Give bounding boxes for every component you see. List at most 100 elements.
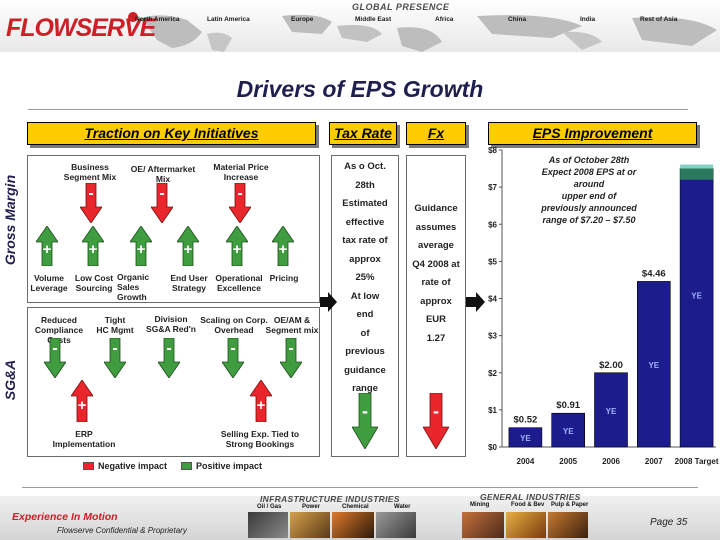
region-africa: Africa xyxy=(435,16,454,23)
industry-oil-gas: Oil / Gas xyxy=(257,504,282,510)
tax-line: At low xyxy=(350,290,380,302)
sga-negative-arrow: + xyxy=(250,380,272,422)
ye-tag: YE xyxy=(691,292,702,301)
sga-positive-arrow: - xyxy=(104,338,126,378)
general-industries-title: GENERAL INDUSTRIES xyxy=(480,492,581,502)
sga-positive-label-5: OE/AM &Segment mix xyxy=(265,315,319,335)
fx-line: 1.27 xyxy=(426,332,446,344)
svg-text:+: + xyxy=(279,241,288,258)
connector-arrow-icon xyxy=(320,292,337,312)
gm-positive-arrow: + xyxy=(130,226,152,266)
x-tick-label: 2007 xyxy=(645,457,663,466)
x-tick-label: 2005 xyxy=(559,457,577,466)
svg-text:-: - xyxy=(288,340,293,357)
y-tick-label: $5 xyxy=(488,257,497,266)
eps-annotation-line: around xyxy=(574,179,605,189)
sga-positive-arrow: - xyxy=(44,338,66,378)
fx-line: rate of xyxy=(421,277,451,288)
sga-panel xyxy=(27,307,320,457)
eps-annotation-line: upper end of xyxy=(562,191,617,201)
industry-power: Power xyxy=(302,504,321,510)
gm-positive-arrow: + xyxy=(272,226,294,266)
fx-negative-arrow: - xyxy=(423,393,449,449)
y-tick-label: $6 xyxy=(488,220,497,229)
bar-value-label: $0.52 xyxy=(514,415,538,426)
industry-water: Water xyxy=(394,504,411,510)
eps-bar xyxy=(594,372,628,448)
ye-tag: YE xyxy=(606,407,617,416)
tax-line: 28th xyxy=(355,179,375,191)
fx-line: Q4 2008 at xyxy=(412,258,460,270)
eps-annotation-line: range of $7.20 – $7.50 xyxy=(542,215,635,225)
svg-text:+: + xyxy=(89,241,98,258)
eps-bar xyxy=(551,412,585,448)
y-tick-label: $7 xyxy=(488,183,497,192)
traction-header: Traction on Key Initiatives xyxy=(27,122,316,145)
food-bev-photo xyxy=(506,512,546,538)
tax-line: guidance xyxy=(344,364,386,376)
y-tick-label: $4 xyxy=(488,295,497,304)
gm-negative-arrow: - xyxy=(229,183,251,223)
fx-line: assumes xyxy=(415,221,457,233)
mining-photo xyxy=(462,512,504,538)
gross-margin-panel xyxy=(27,155,320,303)
sga-positive-arrow: - xyxy=(280,338,302,378)
svg-text:-: - xyxy=(159,185,164,202)
gm-positive-arrow: + xyxy=(226,226,248,266)
ye-tag: YE xyxy=(648,361,659,370)
region-north-america: North America xyxy=(135,16,180,23)
fx-panel xyxy=(406,155,466,457)
eps-bar-chart: $0$1$2$3$4$5$6$7$8YE$0.522004YE$0.912005… xyxy=(488,146,719,466)
gross-margin-label: Gross Margin xyxy=(2,174,18,266)
eps-bar xyxy=(637,281,671,448)
negative-impact-swatch xyxy=(83,462,94,470)
industry-mining: Mining xyxy=(470,502,490,508)
svg-text:+: + xyxy=(184,241,193,258)
industry-pulp-paper: Pulp & Paper xyxy=(551,502,589,508)
oil-gas-photo xyxy=(248,512,288,538)
bar-value-label: $0.91 xyxy=(556,400,580,411)
footer-divider xyxy=(22,487,698,488)
fx-header: Fx xyxy=(406,122,466,145)
industry-food-bev: Food & Bev xyxy=(511,502,545,508)
region-latin-america: Latin America xyxy=(207,16,250,23)
bar-value-label: $4.46 xyxy=(642,268,666,279)
eps-annotation-line: previously announced xyxy=(540,203,637,213)
infrastructure-industries-title: INFRASTRUCTURE INDUSTRIES xyxy=(260,494,400,504)
eps-bar xyxy=(508,427,543,448)
svg-text:+: + xyxy=(78,397,87,414)
tax-line: As o Oct. xyxy=(344,161,386,172)
chemical-photo xyxy=(332,512,374,538)
bar-value-label: $2.00 xyxy=(599,360,623,371)
region-china: China xyxy=(508,16,527,23)
y-tick-label: $2 xyxy=(488,369,497,378)
eps-annotation-line: As of October 28th xyxy=(548,155,630,165)
y-tick-label: $0 xyxy=(488,443,497,452)
x-tick-label: 2004 xyxy=(517,457,535,466)
pulp-paper-photo xyxy=(548,512,588,538)
page-number: Page 35 xyxy=(650,517,688,528)
ye-tag: YE xyxy=(563,427,574,436)
svg-text:-: - xyxy=(433,401,439,421)
svg-text:+: + xyxy=(43,241,52,258)
svg-text:+: + xyxy=(137,241,146,258)
fx-line: Guidance xyxy=(414,203,458,214)
global-presence-title: GLOBAL PRESENCE xyxy=(352,2,450,12)
target-top-cap xyxy=(680,164,714,169)
tax-rate-header: Tax Rate xyxy=(329,122,397,145)
region-middle-east: Middle East xyxy=(355,16,392,23)
sga-positive-arrow: - xyxy=(158,338,180,378)
svg-text:-: - xyxy=(52,340,57,357)
